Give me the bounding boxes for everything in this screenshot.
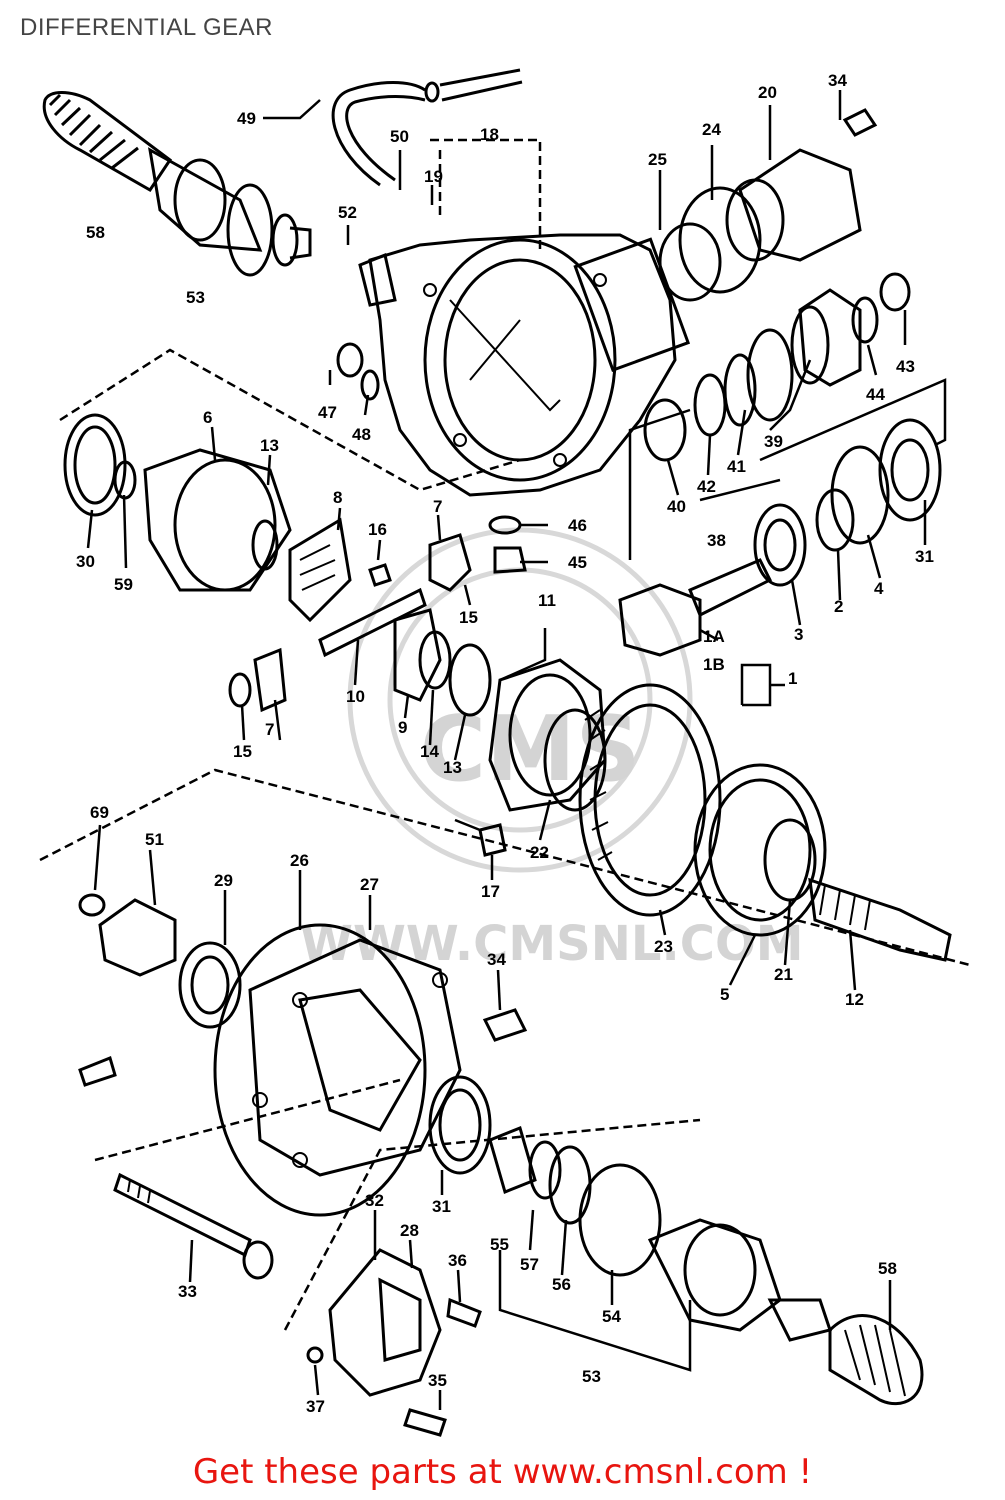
page-title: DIFFERENTIAL GEAR — [20, 14, 273, 41]
output-shaft — [808, 877, 952, 962]
callout-38: 38 — [707, 531, 726, 550]
callout-49: 49 — [237, 109, 256, 128]
callout-29: 29 — [214, 871, 233, 890]
callout-58-bottom: 58 — [878, 1259, 897, 1278]
callout-25: 25 — [648, 150, 667, 169]
callout-19: 19 — [424, 167, 443, 186]
callout-23: 23 — [654, 937, 673, 956]
callout-13-top: 13 — [260, 436, 279, 455]
callout-42: 42 — [697, 477, 716, 496]
left-boot-assembly — [42, 91, 312, 277]
callout-50: 50 — [390, 127, 409, 146]
callout-24: 24 — [702, 120, 721, 139]
callout-59: 59 — [114, 575, 133, 594]
callout-55: 55 — [490, 1235, 509, 1254]
differential-case-left — [63, 413, 352, 623]
callout-69: 69 — [90, 803, 109, 822]
callout-13-lower: 13 — [443, 758, 462, 777]
callout-53-top: 53 — [186, 288, 205, 307]
watermark-text: WWW.CMSNL.COM — [300, 916, 804, 972]
ring-gear-assembly — [488, 658, 827, 937]
differential-housing — [358, 233, 691, 497]
callout-30: 30 — [76, 552, 95, 571]
callout-27: 27 — [360, 875, 379, 894]
callout-54: 54 — [602, 1307, 621, 1326]
callout-1b: 1B — [703, 655, 725, 674]
callout-12: 12 — [845, 990, 864, 1009]
callout-18: 18 — [480, 125, 499, 144]
callout-20: 20 — [758, 83, 777, 102]
callout-37: 37 — [306, 1397, 325, 1416]
callout-6: 6 — [203, 408, 212, 427]
callout-9: 9 — [398, 718, 407, 737]
callout-7-left: 7 — [265, 720, 274, 739]
callout-57: 57 — [520, 1255, 539, 1274]
lower-extension-housing — [78, 893, 528, 1217]
callout-33: 33 — [178, 1282, 197, 1301]
callout-43: 43 — [896, 357, 915, 376]
callout-45: 45 — [568, 553, 587, 572]
drive-pinion-assembly — [618, 418, 942, 657]
callout-47: 47 — [318, 403, 337, 422]
callout-41: 41 — [727, 457, 746, 476]
callout-32: 32 — [365, 1191, 384, 1210]
callout-5: 5 — [720, 985, 729, 1004]
callout-17: 17 — [481, 882, 500, 901]
exploded-parts-diagram: CMS WWW.CMSNL.COM — [39, 68, 971, 1437]
callout-28: 28 — [400, 1221, 419, 1240]
callout-14: 14 — [420, 742, 439, 761]
callout-52: 52 — [338, 203, 357, 222]
callout-31-top: 31 — [915, 547, 934, 566]
callout-31-bottom: 31 — [432, 1197, 451, 1216]
pinion-retainer — [658, 108, 878, 302]
callout-40: 40 — [667, 497, 686, 516]
footer-suffix: ! — [787, 1452, 813, 1492]
callout-26: 26 — [290, 851, 309, 870]
footer-promo: Get these parts at www.cmsnl.com ! — [0, 1452, 1005, 1492]
callout-34-top: 34 — [828, 71, 847, 90]
callout-2: 2 — [834, 597, 843, 616]
callout-15-left: 15 — [233, 742, 252, 761]
callout-15-center: 15 — [459, 608, 478, 627]
footer-link[interactable]: www.cmsnl.com — [512, 1452, 788, 1492]
mounting-bolt-and-bracket — [113, 1172, 482, 1437]
callout-7-top: 7 — [433, 497, 442, 516]
callout-22: 22 — [530, 843, 549, 862]
footer-prefix: Get these parts at — [192, 1452, 513, 1492]
callout-53-bottom: 53 — [582, 1367, 601, 1386]
pinion-bearing-stack — [336, 272, 911, 462]
leader-lines — [39, 90, 971, 1410]
breather-hose — [331, 68, 523, 187]
side-gears-and-pins — [228, 515, 527, 857]
callout-51: 51 — [145, 830, 164, 849]
callout-11: 11 — [538, 591, 556, 610]
callout-10: 10 — [346, 687, 365, 706]
callout-44: 44 — [866, 385, 885, 404]
callout-21: 21 — [774, 965, 793, 984]
callout-4: 4 — [874, 579, 884, 598]
callout-1a: 1A — [703, 627, 725, 646]
callout-16: 16 — [368, 520, 387, 539]
callout-3: 3 — [794, 625, 803, 644]
callout-58-top: 58 — [86, 223, 105, 242]
callout-1: 1 — [788, 669, 797, 688]
callout-labels: 58 53 49 50 19 18 52 25 24 20 34 43 44 4… — [76, 71, 934, 1416]
callout-34-lower: 34 — [487, 950, 506, 969]
callout-46: 46 — [568, 516, 587, 535]
callout-8: 8 — [333, 488, 342, 507]
callout-39: 39 — [764, 432, 783, 451]
callout-35: 35 — [428, 1371, 447, 1390]
callout-36: 36 — [448, 1251, 467, 1270]
callout-48: 48 — [352, 425, 371, 444]
callout-56: 56 — [552, 1275, 571, 1294]
